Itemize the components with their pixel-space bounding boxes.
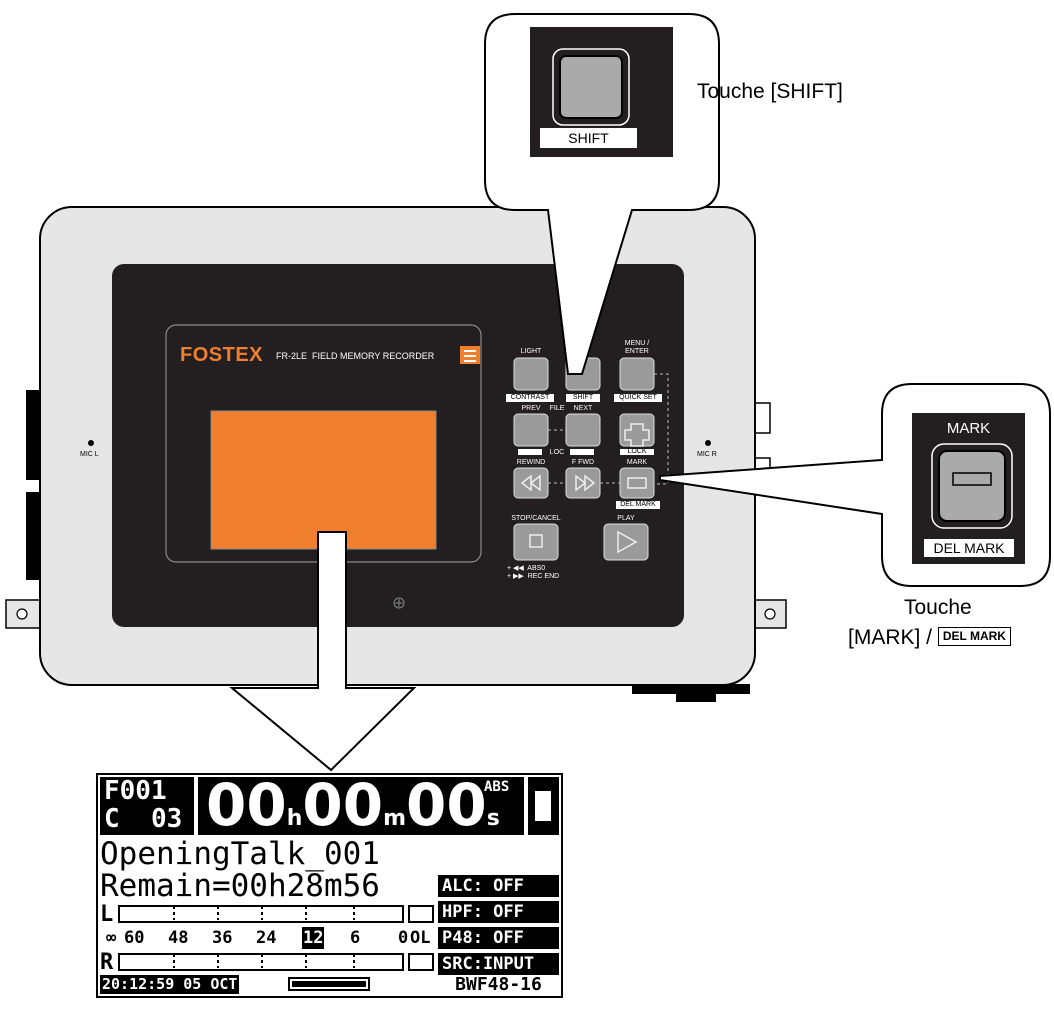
cue-number: C 03 <box>104 804 183 834</box>
stop-cancel-label: STOP/CANCEL <box>511 515 561 522</box>
loc-label: LOC <box>549 449 565 456</box>
ffwd-label: F FWD <box>571 459 595 466</box>
time-seconds: 00 <box>406 771 487 839</box>
scale-48: 48 <box>168 928 189 948</box>
rewind-label: REWIND <box>516 459 546 466</box>
setting-p48: P48: OFF <box>438 927 559 949</box>
model-text: FR-2LE FIELD MEMORY RECORDER <box>276 351 435 361</box>
meter-l-bar <box>118 905 404 923</box>
del-mark-small-label: DEL MARK <box>620 501 656 508</box>
mark-key-top-label: MARK <box>946 420 991 437</box>
scale-6: 6 <box>350 928 361 948</box>
scale-36: 36 <box>212 928 233 948</box>
mark-caption-line1: Touche <box>904 596 972 619</box>
setting-src: SRC:INPUT <box>438 953 559 975</box>
meter-r-bar <box>118 953 404 971</box>
abs0-label: + ◀◀ ABS0 <box>507 565 546 572</box>
fostex-logo: FOSTEX <box>180 344 264 366</box>
time-minutes: 00 <box>302 771 384 839</box>
file-cue-block: F001 C 03 <box>100 777 194 835</box>
del-mark-box: DEL MARK <box>937 626 1011 646</box>
shift-small-label: SHIFT <box>572 394 594 401</box>
time-mode: ABS <box>484 779 510 795</box>
time-minutes-unit: m <box>383 806 407 831</box>
shift-caption: Touche [SHIFT] <box>697 80 843 103</box>
shift-key-label: SHIFT <box>568 130 609 146</box>
mic-right-label: MIC R <box>697 451 717 458</box>
lcd-screen: F001 C 03 00h00m00s ABS OpeningTalk_001 … <box>96 773 563 998</box>
file-label: FILE <box>549 405 565 412</box>
scale-0: 0 <box>398 928 409 948</box>
time-seconds-unit: s <box>486 806 500 831</box>
time-counter: 00h00m00s <box>206 775 500 835</box>
play-label: PLAY <box>617 515 635 522</box>
meter-scale: ∞ 60 48 36 24 12 6 0 OL <box>106 927 436 949</box>
rec-end-label: + ▶▶ REC END <box>507 573 560 580</box>
setting-hpf: HPF: OFF <box>438 901 559 923</box>
mark-small-label: MARK <box>626 459 648 466</box>
meter-l-label: L <box>100 902 114 927</box>
scale-24: 24 <box>256 928 277 948</box>
setting-alc: ALC: OFF <box>438 875 559 897</box>
file-format: BWF48-16 <box>455 974 542 995</box>
scale-12: 12 <box>302 927 325 949</box>
battery-indicator <box>288 977 370 991</box>
file-name: OpeningTalk_001 <box>100 836 380 872</box>
mark-caption-line2: [MARK] / DEL MARK <box>848 626 1011 650</box>
quick-set-label: QUICK SET <box>619 394 657 401</box>
time-hours-unit: h <box>286 806 303 831</box>
prev-label: PREV <box>521 405 541 412</box>
menu-label: MENU / <box>624 340 650 347</box>
status-block <box>528 777 559 835</box>
meter-l-peak <box>408 905 434 923</box>
time-counter-block: 00h00m00s ABS <box>198 775 524 835</box>
meter-r-label: R <box>100 950 114 975</box>
record-indicator <box>535 791 551 821</box>
next-label: NEXT <box>573 405 593 412</box>
file-number: F001 <box>104 776 167 806</box>
mic-left-label: MIC L <box>80 451 99 458</box>
battery-fill <box>292 981 366 987</box>
scale-60: 60 <box>124 928 145 948</box>
remain-time: Remain=00h28m56 <box>100 868 380 904</box>
meter-r-peak <box>408 953 434 971</box>
contrast-label: CONTRAST <box>510 394 550 401</box>
enter-label: ENTER <box>625 348 649 355</box>
mark-key-bottom-label: DEL MARK <box>933 540 1005 556</box>
scale-ol: OL <box>410 928 431 948</box>
time-hours: 00 <box>206 771 287 839</box>
mark-caption-prefix: [MARK] / <box>848 626 938 649</box>
date-time: 20:12:59 05 OCT <box>100 975 240 994</box>
scale-inf: ∞ <box>106 928 117 948</box>
lock-label: LOCK <box>627 448 647 455</box>
light-label: LIGHT <box>520 348 542 355</box>
